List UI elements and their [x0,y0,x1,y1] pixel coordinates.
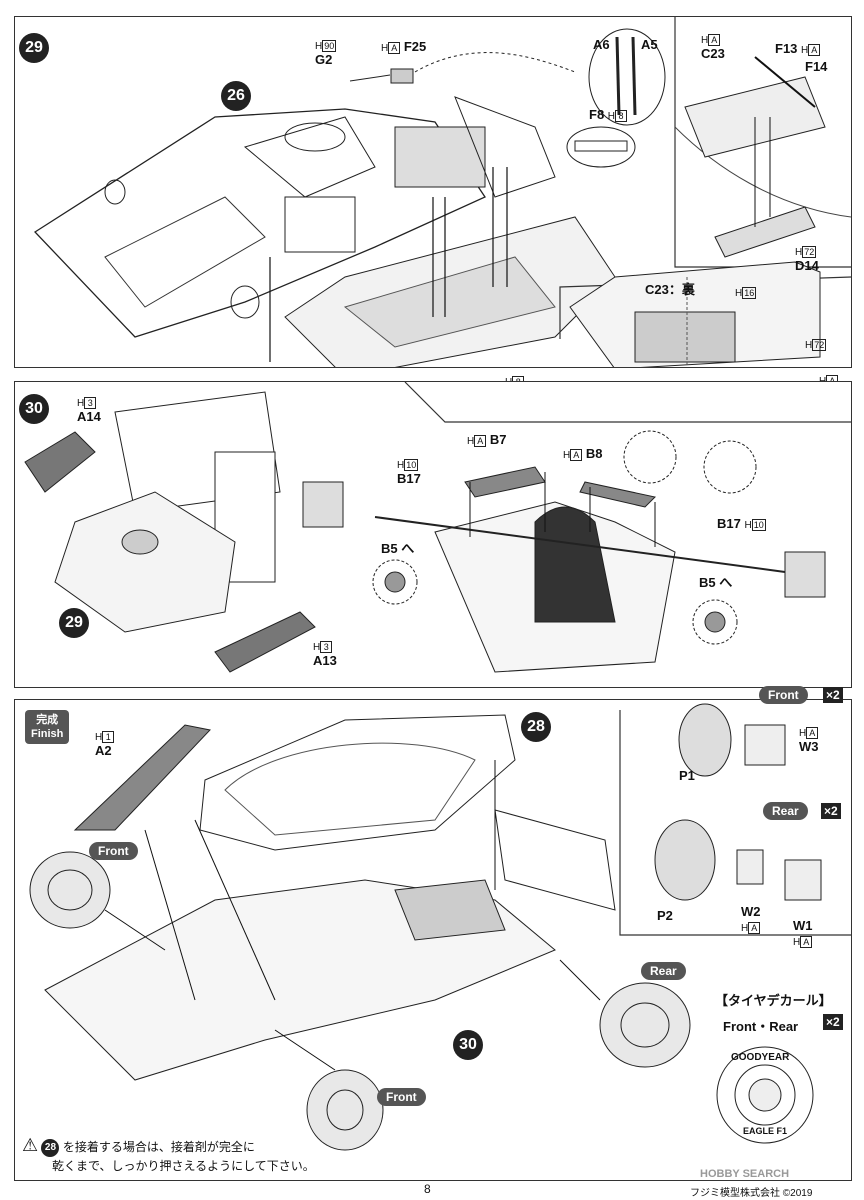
decal-goodyear: GOODYEAR [731,1052,790,1063]
decal-sub: Front・Rear [723,1019,799,1034]
decal-eagle: EAGLE F1 [743,1126,788,1136]
part-a14: A14 [77,409,101,424]
warning-ref-28: 28 [41,1138,60,1157]
tire-front-label: Front [759,686,808,704]
step-30-drawing [24,382,851,673]
part-b7: B7 [489,432,507,447]
part-c23: C23 [701,46,725,61]
part-f8: F8 [589,107,605,122]
finish-badge-ja: 完成 [36,714,59,726]
part-a13: A13 [313,653,337,668]
part-f13: F13 [775,41,798,56]
part-p2: P2 [657,908,673,923]
decal-x2: ×2 [823,1014,843,1030]
part-f25: F25 [403,39,427,54]
box-ha-f13: A [808,44,821,56]
warning-icon: ⚠ [22,1135,39,1155]
label-rear: Rear [641,962,686,980]
box-h72-d14: 72 [802,246,817,258]
part-g2: G2 [315,52,333,67]
box-ha-c23: A [708,34,721,46]
label-b5-right: B5 へ [699,575,733,590]
part-w3: W3 [799,739,819,754]
ref-step-29: 29 [59,608,89,638]
part-b17-right: B17 [717,516,741,531]
part-d14: D14 [795,258,819,273]
part-w2: W2 [741,904,761,919]
inset-c23-title: C23：裏 [645,282,695,297]
page-number: 8 [424,1182,431,1196]
box-h8-f8: 8 [615,110,628,122]
tire-rear-label: Rear [763,802,808,820]
step-number-29: 29 [19,33,49,63]
warning-line-1: を接着する場合は、接着剤が完全に [62,1140,255,1154]
tire-front-x2: ×2 [823,687,843,703]
part-w1: W1 [793,918,813,933]
ref-step-26: 26 [221,81,251,111]
tire-rear-x2: ×2 [821,803,841,819]
part-b8: B8 [585,446,603,461]
box-ha-f25: A [388,42,401,54]
part-a5: A5 [641,37,658,52]
part-a2: A2 [95,743,112,758]
part-a6: A6 [593,37,610,52]
warning-line-2: 乾くまで、しっかり押さえるようにして下さい。 [52,1158,315,1173]
ref-step-30: 30 [453,1030,483,1060]
box-h90: 90 [322,40,337,52]
finish-badge: 完成 Finish [25,710,70,744]
watermark: HOBBY SEARCH [700,1168,790,1180]
part-p1: P1 [679,768,695,783]
finish-drawing [29,703,851,1151]
decal-title: 【タイヤデカール】 [715,993,832,1008]
finish-badge-en: Finish [31,728,64,740]
ref-step-28: 28 [521,712,551,742]
step-number-30: 30 [19,394,49,424]
label-b5-left: B5 へ [381,541,415,556]
label-front-1: Front [89,842,138,860]
label-front-2: Front [377,1088,426,1106]
warning-note: ⚠ 28 を接着する場合は、接着剤が完全に 乾くまで、しっかり押さえるようにして… [22,1136,315,1175]
step-29-drawing [33,17,851,367]
company-credit: フジミ模型株式会社 ©2019 [690,1188,813,1199]
part-f14: F14 [805,59,828,74]
part-b17-left: B17 [397,471,421,486]
